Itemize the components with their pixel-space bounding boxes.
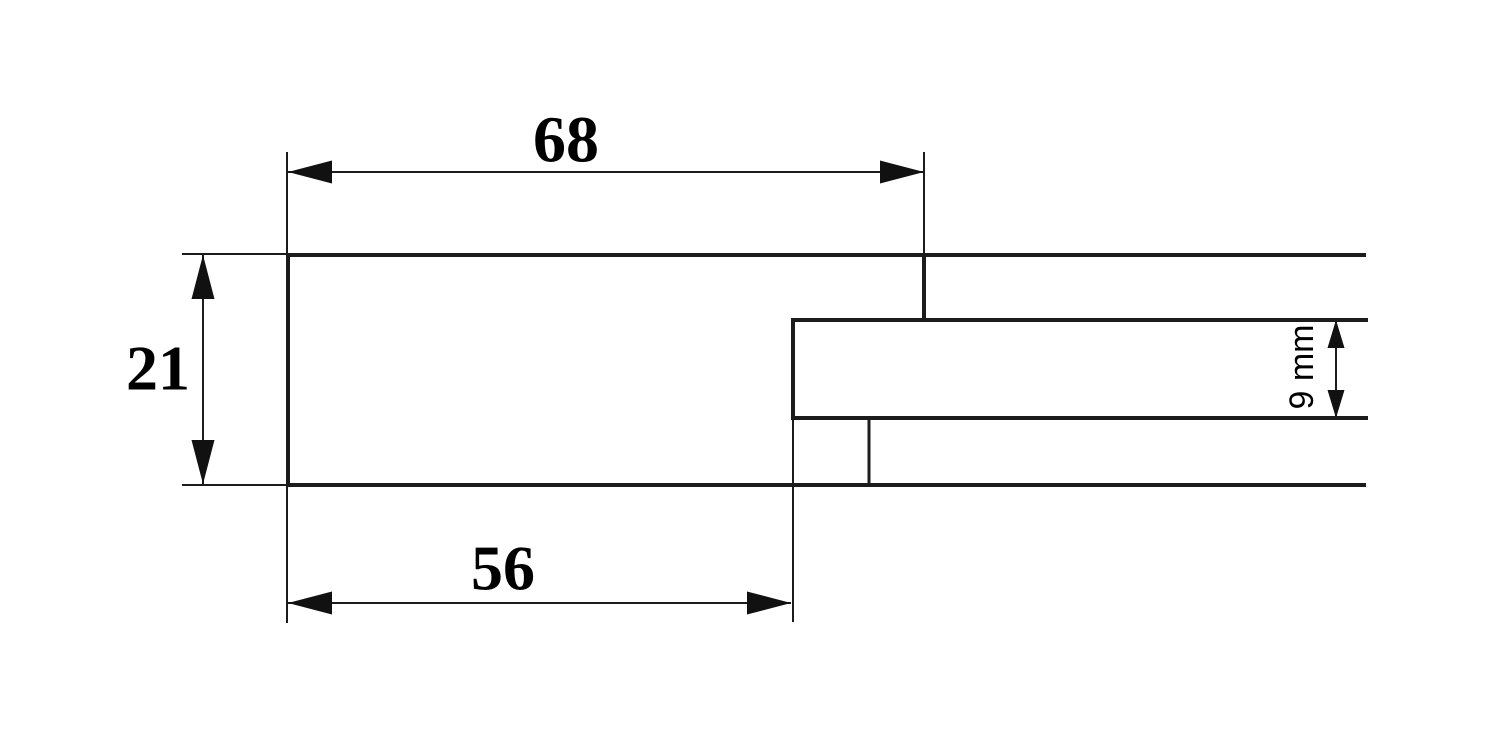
width-top-arrowhead-end (880, 160, 924, 184)
width-bottom-arrowhead-start (288, 591, 332, 615)
part-outline-layer (286, 253, 1368, 487)
width-bottom-arrowhead-end (747, 591, 791, 615)
extension-lines-layer (182, 152, 925, 623)
width-top-arrowhead-start (288, 160, 332, 184)
width-bottom-label: 56 (471, 533, 535, 604)
tongue-thickness-label: 9 mm (1283, 325, 1321, 410)
thickness-left-arrowhead-start (191, 255, 215, 299)
tongue-thickness-arrowhead-start (1327, 320, 1345, 348)
tongue-thickness-arrowhead-end (1327, 390, 1345, 418)
width-top-label: 68 (533, 104, 599, 177)
thickness-left-label: 21 (126, 333, 190, 404)
dimension-annotations-layer: 68 21 56 9 mm (126, 104, 1345, 615)
thickness-left-arrowhead-end (191, 440, 215, 484)
